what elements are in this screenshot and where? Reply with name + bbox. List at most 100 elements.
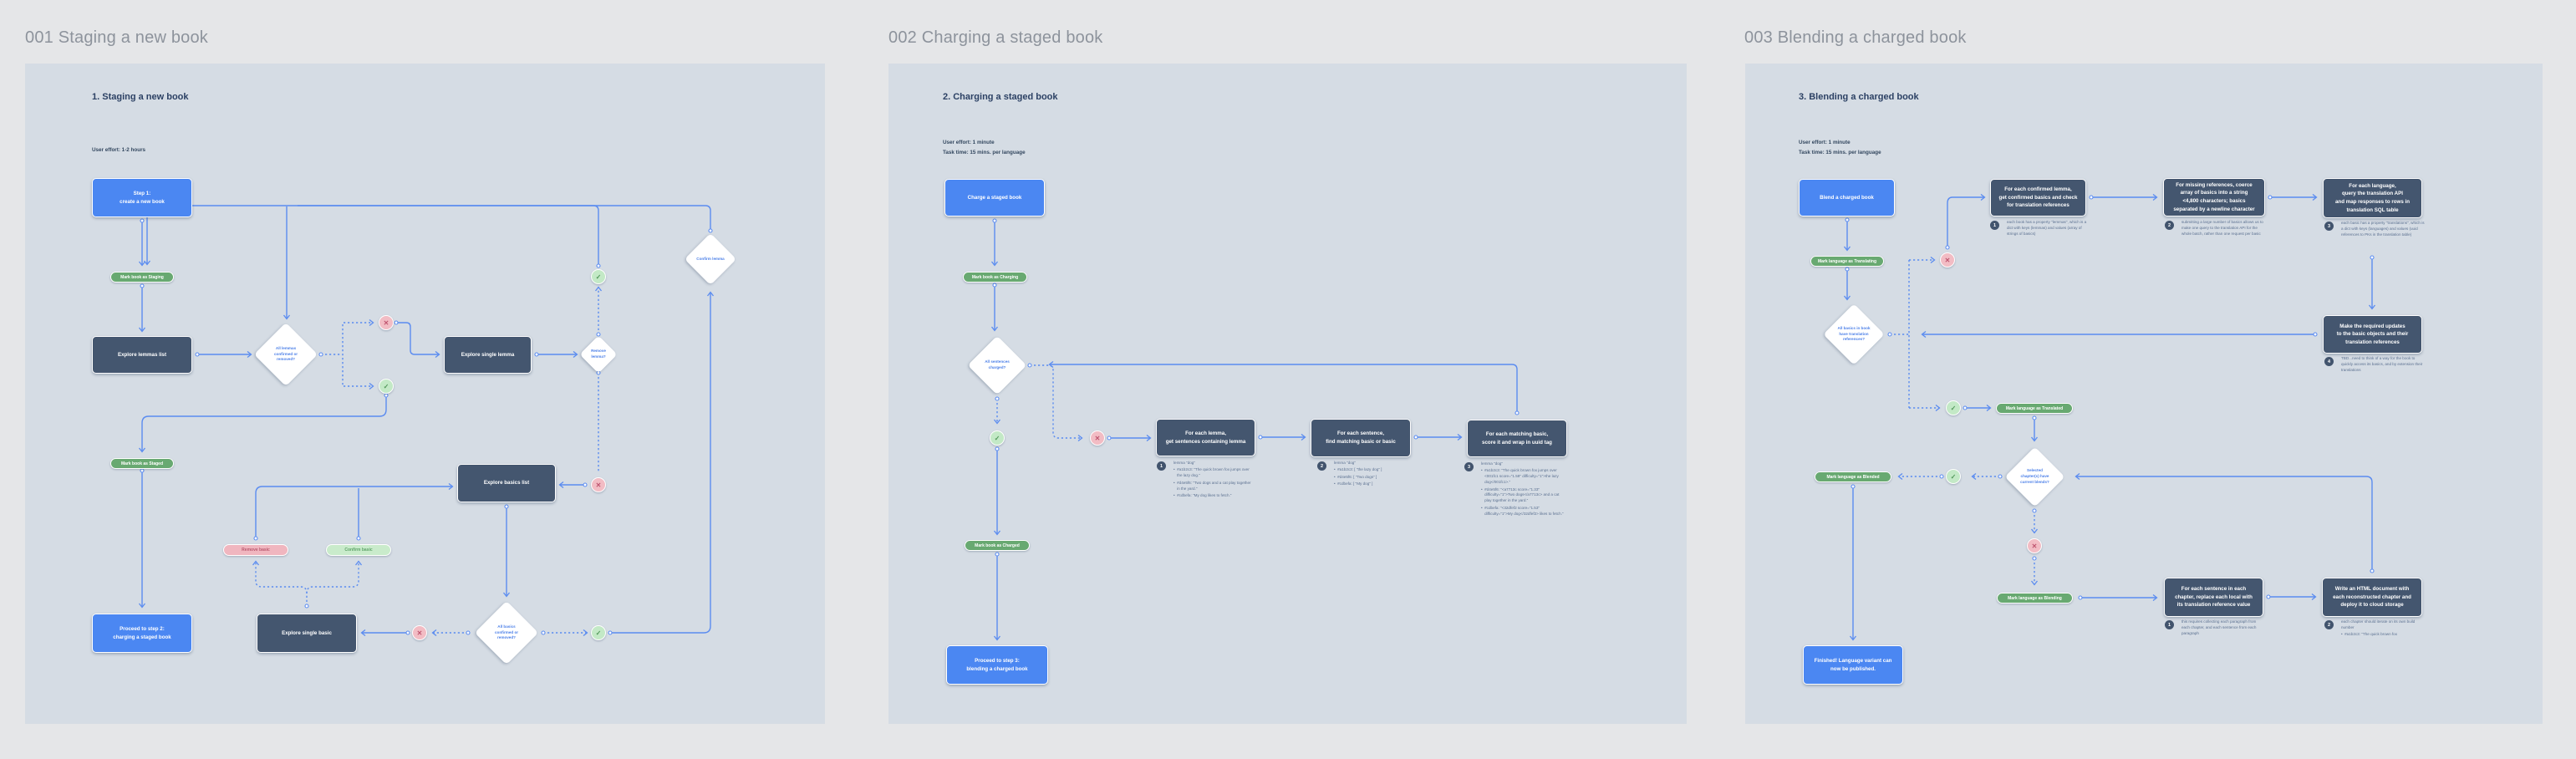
- canvas-charging[interactable]: [888, 64, 1687, 724]
- pass-badge[interactable]: ✓: [1946, 469, 1961, 484]
- fail-badge[interactable]: ✕: [2027, 538, 2042, 553]
- pass-badge[interactable]: ✓: [591, 269, 606, 284]
- pill-label: Remove basic: [242, 548, 270, 553]
- node-explore-single-lemma[interactable]: Explore single lemma: [444, 336, 532, 374]
- pill-confirm-basic[interactable]: Confirm basic: [326, 544, 391, 556]
- node-write-html-document[interactable]: Write an HTML document with each reconst…: [2322, 578, 2422, 617]
- decision-label: Selected chapter(s) have current blends?: [2020, 468, 2049, 484]
- node-find-matching-basic[interactable]: For each sentence, find matching basic o…: [1311, 419, 1411, 457]
- node-coerce-basics-string[interactable]: For missing references, coerce array of …: [2163, 178, 2265, 216]
- pill-mark-book-as-charging[interactable]: Mark book as Charging: [963, 272, 1027, 283]
- pill-mark-book-as-staging[interactable]: Mark book as Staging: [110, 272, 174, 283]
- node-label: Explore single basic: [282, 629, 332, 636]
- decision-all-basics-confirmed[interactable]: All basics confirmed or removed?: [474, 600, 539, 665]
- note-text: lemma "dog" •#a1b2c3: [ "the lazy dog" ]…: [1334, 461, 1382, 486]
- node-label: Blend a charged book: [1820, 194, 1874, 201]
- node-make-required-updates[interactable]: Make the required updates to the basic o…: [2323, 315, 2422, 354]
- pill-mark-language-translating[interactable]: Mark language as Translating: [1810, 256, 1884, 267]
- note-number-badge: 2: [2324, 620, 2334, 629]
- x-icon: ✕: [383, 318, 389, 327]
- node-label: Make the required updates to the basic o…: [2336, 323, 2409, 345]
- check-icon: ✓: [1950, 472, 1957, 481]
- decision-label: Confirm lemma: [696, 256, 725, 261]
- fail-badge[interactable]: ✕: [412, 625, 427, 640]
- node-blend-charged-book[interactable]: Blend a charged book: [1799, 179, 1895, 216]
- heading-staging: 1. Staging a new book: [92, 92, 189, 102]
- note-number-badge: 3: [1464, 462, 1474, 471]
- decision-all-basics-have-references[interactable]: All basics in book have translation refe…: [1823, 303, 1885, 365]
- node-get-confirmed-basics[interactable]: For each confirmed lemma, get confirmed …: [1990, 179, 2086, 216]
- note-number-badge: 1: [1157, 461, 1166, 471]
- pill-label: Mark language as Translated: [2005, 405, 2064, 411]
- decision-label: Remove lemma?: [591, 349, 606, 359]
- fail-badge[interactable]: ✕: [591, 477, 606, 492]
- pass-badge[interactable]: ✓: [379, 379, 394, 394]
- decision-all-lemmas-confirmed[interactable]: All lemmas confirmed or removed?: [253, 322, 318, 387]
- pill-label: Confirm basic: [344, 548, 373, 553]
- node-proceed-step3[interactable]: Proceed to step 3: blending a charged bo…: [946, 645, 1048, 685]
- node-step1-create-book[interactable]: Step 1: create a new book: [92, 178, 192, 217]
- node-score-wrap-uuid[interactable]: For each matching basic, score it and wr…: [1467, 420, 1567, 457]
- node-explore-single-basic[interactable]: Explore single basic: [257, 614, 357, 653]
- pill-label: Mark book as Staged: [120, 461, 163, 466]
- x-icon: ✕: [1944, 256, 1951, 264]
- node-label: Proceed to step 2: charging a staged boo…: [113, 625, 171, 640]
- pass-badge[interactable]: ✓: [591, 625, 606, 640]
- node-label: Explore single lemma: [461, 351, 515, 358]
- node-label: Step 1: create a new book: [120, 190, 165, 205]
- pill-mark-language-translated[interactable]: Mark language as Translated: [1996, 403, 2073, 414]
- heading-charging: 2. Charging a staged book: [943, 92, 1058, 102]
- decision-label: All basics confirmed or removed?: [494, 624, 519, 640]
- node-label: Explore lemmas list: [117, 351, 167, 358]
- pass-badge[interactable]: ✓: [1946, 400, 1961, 415]
- note-text: TBD...need to think of a way for the boo…: [2341, 356, 2423, 372]
- node-label: For each sentence, find matching basic o…: [1326, 430, 1396, 445]
- node-finished-publish[interactable]: Finished! Language variant can now be pu…: [1803, 645, 1903, 685]
- decision-confirm-lemma[interactable]: Confirm lemma: [684, 232, 737, 286]
- pill-mark-language-blended[interactable]: Mark language as Blended: [1815, 471, 1891, 482]
- note-number-badge: 4: [2324, 357, 2334, 366]
- pill-label: Mark language as Blending: [2008, 595, 2062, 601]
- decision-remove-lemma[interactable]: Remove lemma?: [579, 335, 618, 374]
- pill-label: Mark language as Translating: [1817, 258, 1877, 264]
- decision-label: All basics in book have translation refe…: [1837, 325, 1871, 342]
- fail-badge[interactable]: ✕: [1090, 430, 1105, 446]
- frame-title-002: 002 Charging a staged book: [888, 28, 1103, 47]
- check-icon: ✓: [595, 273, 602, 281]
- pill-mark-language-blending[interactable]: Mark language as Blending: [1997, 593, 2073, 604]
- node-proceed-step2[interactable]: Proceed to step 2: charging a staged boo…: [92, 614, 192, 653]
- heading-blending: 3. Blending a charged book: [1799, 92, 1919, 102]
- node-get-sentences[interactable]: For each lemma, get sentences containing…: [1156, 419, 1255, 456]
- decision-chapters-have-blends[interactable]: Selected chapter(s) have current blends?: [2004, 446, 2065, 507]
- x-icon: ✕: [416, 629, 423, 637]
- pill-remove-basic[interactable]: Remove basic: [223, 544, 288, 556]
- note-text: submitting a large number of basics allo…: [2181, 220, 2263, 236]
- note-number-badge: 1: [2165, 620, 2174, 629]
- node-explore-lemmas-list[interactable]: Explore lemmas list: [92, 336, 192, 374]
- frame-title-001: 001 Staging a new book: [25, 28, 209, 47]
- note-text: each chapter should iterate on its own b…: [2341, 619, 2416, 637]
- decision-all-sentences-charged[interactable]: All sentences charged?: [967, 335, 1027, 395]
- node-label: Charge a staged book: [967, 194, 1022, 201]
- node-charge-staged-book[interactable]: Charge a staged book: [944, 179, 1045, 216]
- node-label: For each lemma, get sentences containing…: [1165, 430, 1246, 445]
- pill-mark-book-as-staged[interactable]: Mark book as Staged: [110, 458, 174, 469]
- note-number-badge: 2: [2165, 221, 2174, 230]
- note-text: lemma "dog" •#a1b2c3: "The quick brown f…: [1481, 461, 1564, 516]
- check-icon: ✓: [383, 382, 389, 390]
- pass-badge[interactable]: ✓: [990, 430, 1005, 446]
- fail-badge[interactable]: ✕: [379, 315, 394, 330]
- pill-label: Mark book as Staging: [120, 274, 164, 280]
- note-number-badge: 3: [2324, 222, 2334, 231]
- decision-label: All lemmas confirmed or removed?: [273, 345, 298, 362]
- node-label: For missing references, coerce array of …: [2173, 181, 2255, 212]
- pill-mark-book-as-charged[interactable]: Mark book as Charged: [965, 540, 1030, 551]
- node-replace-locals[interactable]: For each sentence in each chapter, repla…: [2164, 578, 2263, 617]
- x-icon: ✕: [1094, 434, 1101, 442]
- fail-badge[interactable]: ✕: [1940, 252, 1955, 267]
- node-query-translation-api[interactable]: For each language, query the translation…: [2323, 178, 2422, 218]
- node-explore-basics-list[interactable]: Explore basics list: [457, 464, 556, 502]
